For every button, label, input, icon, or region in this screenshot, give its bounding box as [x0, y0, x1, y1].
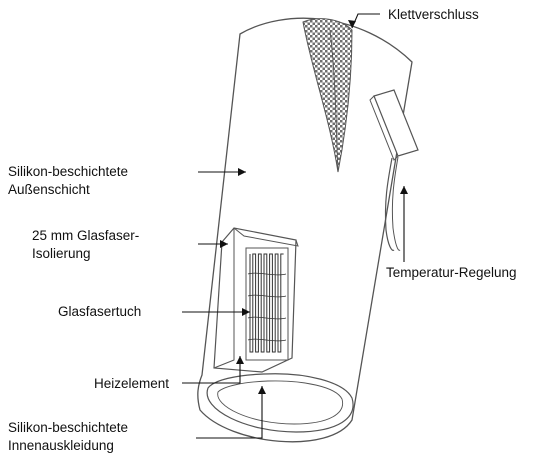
- arrow-temperature: [400, 186, 408, 194]
- label-inner-line1: Silikon-beschichtete: [8, 419, 128, 437]
- label-insulation-line1: 25 mm Glasfaser-: [32, 227, 139, 245]
- label-outer-line2: Außenschicht: [8, 181, 128, 199]
- label-heating-element: Heizelement: [94, 375, 169, 393]
- label-inner-lining: Silikon-beschichtete Innenauskleidung: [8, 419, 128, 455]
- leader-velcro: [352, 14, 380, 28]
- label-glass-fiber-cloth: Glasfasertuch: [58, 303, 141, 321]
- label-outer-line1: Silikon-beschichtete: [8, 163, 128, 181]
- label-inner-line2: Innenauskleidung: [8, 437, 128, 455]
- label-insulation: 25 mm Glasfaser- Isolierung: [32, 227, 139, 263]
- label-temperature-text: Temperatur-Regelung: [386, 264, 517, 282]
- label-cloth-text: Glasfasertuch: [58, 303, 141, 321]
- label-insulation-line2: Isolierung: [32, 245, 139, 263]
- label-temperature-control: Temperatur-Regelung: [386, 264, 517, 282]
- label-heater-text: Heizelement: [94, 375, 169, 393]
- label-velcro: Klettverschluss: [388, 6, 479, 24]
- label-outer-layer: Silikon-beschichtete Außenschicht: [8, 163, 128, 199]
- label-velcro-text: Klettverschluss: [388, 6, 479, 24]
